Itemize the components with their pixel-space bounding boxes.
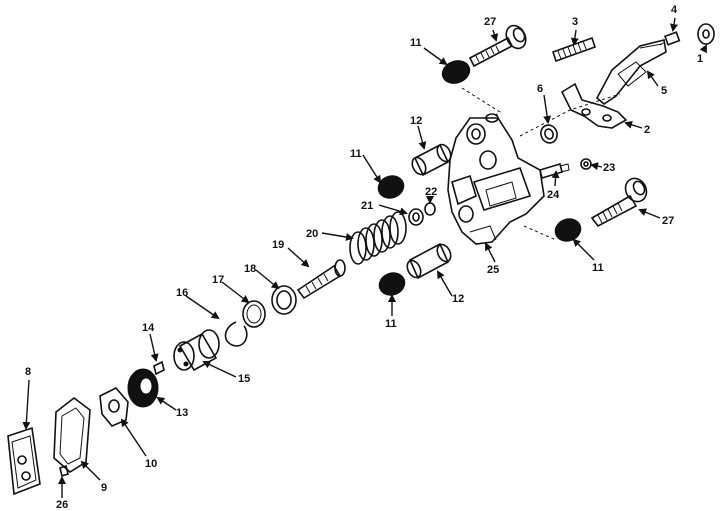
callout-13: 13 [176,407,188,419]
thrust-ring-part [242,300,266,328]
coil-spring-part [349,211,407,265]
boot-lower-part [378,272,406,296]
boot-mid-part [377,175,405,199]
callout-24: 24 [547,189,560,201]
spring-part [551,36,597,63]
o-ring-part [424,202,436,216]
callout-23: 23 [603,162,615,174]
bleeder-part [539,162,570,180]
brake-pad-inner-part [53,396,91,473]
callout-11-right: 11 [592,262,604,274]
boot-right-part [554,218,582,242]
caliper-housing-part [447,113,545,245]
leader-lines [22,17,707,498]
callout-19: 19 [272,239,284,251]
callout-4: 4 [671,4,678,16]
callout-25: 25 [487,264,499,276]
callout-11-mid: 11 [350,148,362,160]
callout-20: 20 [306,228,318,240]
callout-8: 8 [25,366,31,378]
callout-9: 9 [101,482,107,494]
snap-clip-part [224,321,248,347]
callout-10: 10 [145,458,157,470]
bolt-upper-part [468,24,527,68]
callout-26: 26 [56,499,68,511]
callout-11-upper: 11 [410,37,422,49]
retainer-ring-part [271,285,297,315]
washer-part [540,124,558,144]
bolt-lower-part [590,177,648,228]
callout-22: 22 [425,186,437,198]
callout-12-upper: 12 [410,115,422,127]
callout-14: 14 [142,322,155,334]
seal-washer-part [408,208,424,226]
callout-1: 1 [697,53,703,65]
callout-27-upper: 27 [484,16,496,28]
callout-18: 18 [244,263,256,275]
callout-21: 21 [361,200,373,212]
screw-part [659,31,681,46]
callout-16: 16 [176,287,188,299]
callout-5: 5 [661,85,667,97]
boot-upper-part [441,60,471,84]
callout-6: 6 [537,83,543,95]
nut-part [697,23,715,45]
small-clip-part [153,360,165,376]
bracket-part [560,82,628,129]
alignment-lines [461,87,621,241]
callout-3: 3 [572,16,578,28]
callout-15: 15 [238,373,250,385]
brake-pad-outer-part [7,426,41,496]
piston-part [173,329,220,372]
callout-27-lower: 27 [662,215,674,227]
callout-labels: 1 2 3 4 5 6 8 9 10 11 11 11 11 12 12 13 … [25,4,703,511]
dust-boot-part [127,368,159,408]
callout-2: 2 [644,124,650,136]
callout-12-lower: 12 [452,293,464,305]
wear-clip-part [59,464,69,478]
sleeve-lower-part [406,242,452,280]
threaded-shaft-part [296,259,346,300]
lever-part [595,39,667,106]
shim-part [99,387,129,427]
sleeve-upper-part [411,143,452,177]
callout-17: 17 [212,274,224,286]
callout-11-lower: 11 [385,318,397,330]
bleeder-cap-part [580,158,592,170]
